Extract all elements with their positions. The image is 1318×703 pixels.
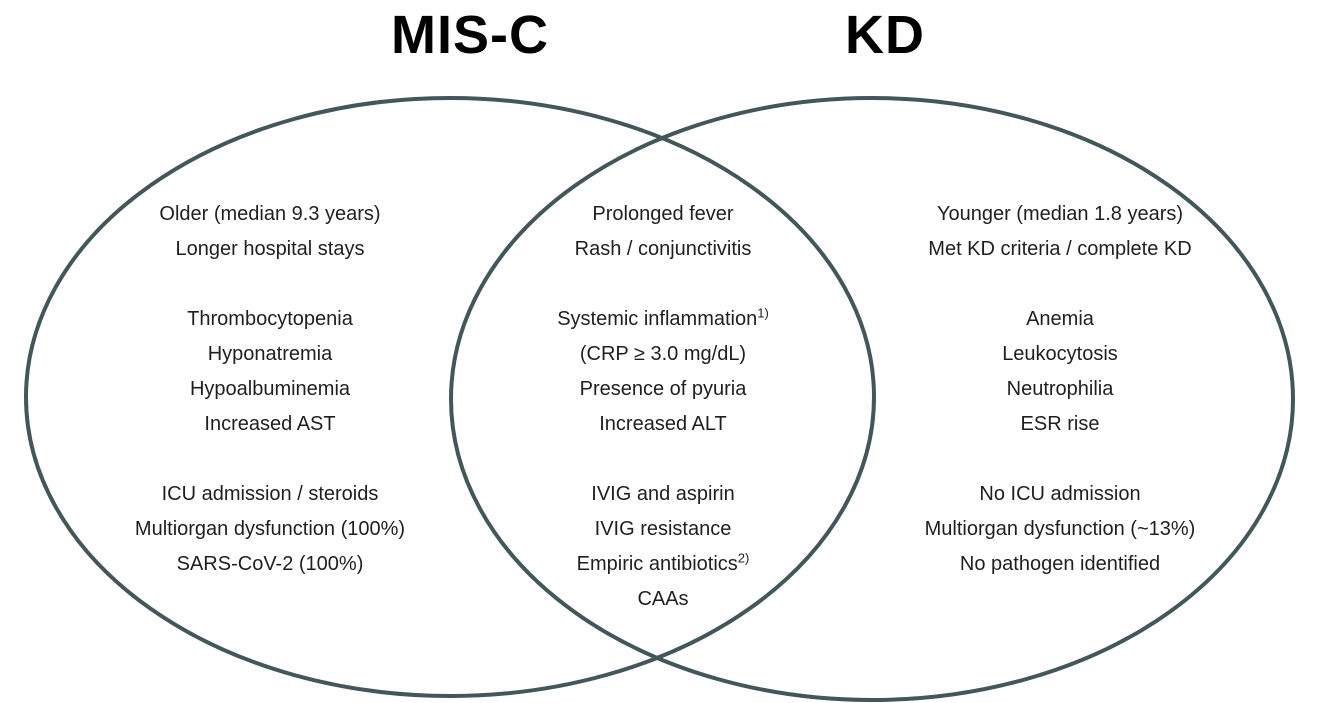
venn-item: SARS-CoV-2 (100%) [176, 553, 364, 575]
shared-region: Prolonged fever Rash / conjunctivitis Sy… [473, 197, 853, 617]
venn-item: IVIG resistance [594, 518, 732, 540]
shared-group-treatment: IVIG and aspirin IVIG resistance Empiric… [473, 477, 853, 617]
venn-item: No pathogen identified [959, 553, 1161, 575]
footnote-marker: 1) [757, 305, 769, 321]
venn-item: CAAs [637, 588, 689, 610]
kd-title: KD [845, 5, 925, 65]
venn-item: ICU admission / steroids [161, 483, 379, 505]
venn-item: Prolonged fever [592, 203, 734, 225]
kd-region: Younger (median 1.8 years) Met KD criter… [870, 197, 1250, 582]
venn-item: Longer hospital stays [175, 238, 365, 260]
venn-item: Hyponatremia [207, 343, 333, 365]
venn-item: Older (median 9.3 years) [159, 203, 381, 225]
venn-item: Hypoalbuminemia [189, 378, 351, 400]
venn-item: Presence of pyuria [579, 378, 747, 400]
venn-item: Younger (median 1.8 years) [936, 203, 1184, 225]
venn-item: Met KD criteria / complete KD [928, 238, 1192, 260]
venn-item: No ICU admission [979, 483, 1141, 505]
venn-item: Increased AST [204, 413, 336, 435]
kd-ellipse [449, 96, 1295, 702]
misc-group-demographics: Older (median 9.3 years) Longer hospital… [80, 197, 460, 267]
venn-item: IVIG and aspirin [591, 483, 735, 505]
misc-ellipse [24, 96, 876, 698]
misc-title: MIS-C [391, 5, 549, 65]
venn-item: (CRP ≥ 3.0 mg/dL) [579, 343, 747, 365]
kd-group-labs: Anemia Leukocytosis Neutrophilia ESR ris… [870, 302, 1250, 442]
venn-item: Multiorgan dysfunction (~13%) [924, 518, 1196, 540]
venn-item: Rash / conjunctivitis [574, 238, 752, 260]
venn-item: Anemia [1026, 308, 1094, 330]
kd-group-demographics: Younger (median 1.8 years) Met KD criter… [870, 197, 1250, 267]
venn-item: ESR rise [1020, 413, 1100, 435]
shared-group-labs: Systemic inflammation1) (CRP ≥ 3.0 mg/dL… [473, 302, 853, 442]
misc-group-labs: Thrombocytopenia Hyponatremia Hypoalbumi… [80, 302, 460, 442]
misc-region: Older (median 9.3 years) Longer hospital… [80, 197, 460, 582]
misc-group-clinical: ICU admission / steroids Multiorgan dysf… [80, 477, 460, 582]
venn-item: Thrombocytopenia [187, 308, 353, 330]
venn-item: Leukocytosis [1002, 343, 1118, 365]
venn-item: Increased ALT [599, 413, 727, 435]
venn-item: Systemic inflammation1) [473, 302, 853, 337]
shared-group-symptoms: Prolonged fever Rash / conjunctivitis [473, 197, 853, 267]
venn-item: Multiorgan dysfunction (100%) [134, 518, 406, 540]
venn-item: Neutrophilia [1006, 378, 1114, 400]
kd-group-clinical: No ICU admission Multiorgan dysfunction … [870, 477, 1250, 582]
venn-item: Empiric antibiotics2) [473, 547, 853, 582]
venn-item-text: Systemic inflammation [557, 308, 758, 330]
footnote-marker: 2) [737, 550, 750, 566]
venn-item-text: Empiric antibiotics [576, 553, 738, 575]
